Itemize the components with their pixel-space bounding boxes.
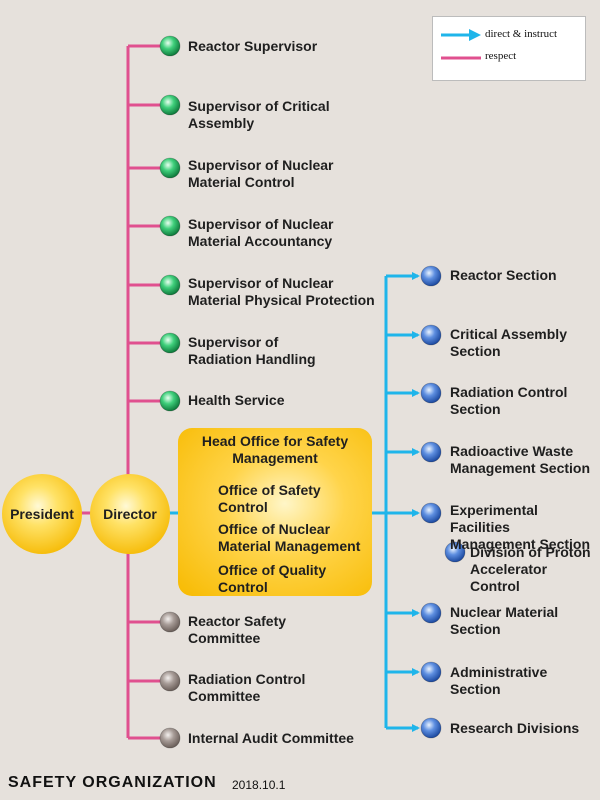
green-dot-icon bbox=[159, 332, 181, 354]
blue-dot-icon bbox=[420, 265, 442, 287]
green-dot-icon bbox=[159, 390, 181, 412]
committee-label: Reactor Safety Committee bbox=[188, 613, 287, 646]
green-dot-icon bbox=[159, 157, 181, 179]
blue-dot-icon bbox=[444, 541, 466, 563]
blue-dot-icon bbox=[420, 502, 442, 524]
section-label: Research Divisions bbox=[450, 720, 580, 736]
line-icon bbox=[441, 56, 481, 60]
supervisor-label: Reactor Supervisor bbox=[188, 38, 318, 54]
office-label: Office of Safety Control bbox=[218, 482, 321, 515]
legend-direct-label: direct & instruct bbox=[485, 28, 558, 40]
supervisor-label: Health Service bbox=[188, 392, 285, 408]
page-title: SAFETY ORGANIZATION bbox=[8, 774, 217, 791]
blue-dot-icon bbox=[420, 602, 442, 624]
gray-dot-icon bbox=[159, 611, 181, 633]
legend-respect-label: respect bbox=[485, 50, 517, 62]
date-label: 2018.10.1 bbox=[232, 778, 286, 792]
section-label: Radioactive Waste Management Section bbox=[450, 443, 591, 476]
legend: direct & instruct respect bbox=[432, 16, 586, 81]
green-dot-icon bbox=[159, 35, 181, 57]
section-label: Critical Assembly Section bbox=[450, 326, 567, 359]
supervisor-label: Supervisor of Radiation Handling bbox=[188, 334, 316, 367]
director-label: Director bbox=[103, 506, 157, 522]
green-dot-icon bbox=[159, 215, 181, 237]
blue-dot-icon bbox=[420, 441, 442, 463]
blue-dot-icon bbox=[420, 661, 442, 683]
supervisor-label: Supervisor of Nuclear Material Accountan… bbox=[188, 216, 334, 249]
blue-dot-icon bbox=[420, 324, 442, 346]
gray-dot-icon bbox=[159, 727, 181, 749]
office-label: Office of Quality Control bbox=[218, 562, 327, 595]
arrow-icon bbox=[441, 29, 481, 41]
section-label: Nuclear Material Section bbox=[450, 604, 559, 637]
supervisor-label: Supervisor of Nuclear Material Control bbox=[188, 157, 334, 190]
office-label: Office of Nuclear Material Management bbox=[218, 521, 361, 554]
committee-label: Internal Audit Committee bbox=[188, 730, 354, 746]
director-node: Director bbox=[90, 474, 170, 554]
green-dot-icon bbox=[159, 94, 181, 116]
gray-dot-icon bbox=[159, 670, 181, 692]
blue-dot-icon bbox=[420, 717, 442, 739]
president-node: President bbox=[2, 474, 82, 554]
supervisor-label: Supervisor of Critical Assembly bbox=[188, 98, 330, 131]
committee-label: Radiation Control Committee bbox=[188, 671, 306, 704]
section-label: Radiation Control Section bbox=[450, 384, 568, 417]
section-label: Reactor Section bbox=[450, 267, 557, 283]
head-office-title: Head Office for Safety Management bbox=[201, 433, 349, 466]
section-label: Division of Proton Accelerator Control bbox=[470, 544, 591, 594]
head-office-box bbox=[178, 428, 372, 596]
section-label: Experimental Facilities Management Secti… bbox=[450, 502, 591, 552]
supervisor-label: Supervisor of Nuclear Material Physical … bbox=[188, 275, 375, 308]
blue-dot-icon bbox=[420, 382, 442, 404]
president-label: President bbox=[10, 506, 74, 522]
green-dot-icon bbox=[159, 274, 181, 296]
section-label: Administrative Section bbox=[450, 664, 548, 697]
